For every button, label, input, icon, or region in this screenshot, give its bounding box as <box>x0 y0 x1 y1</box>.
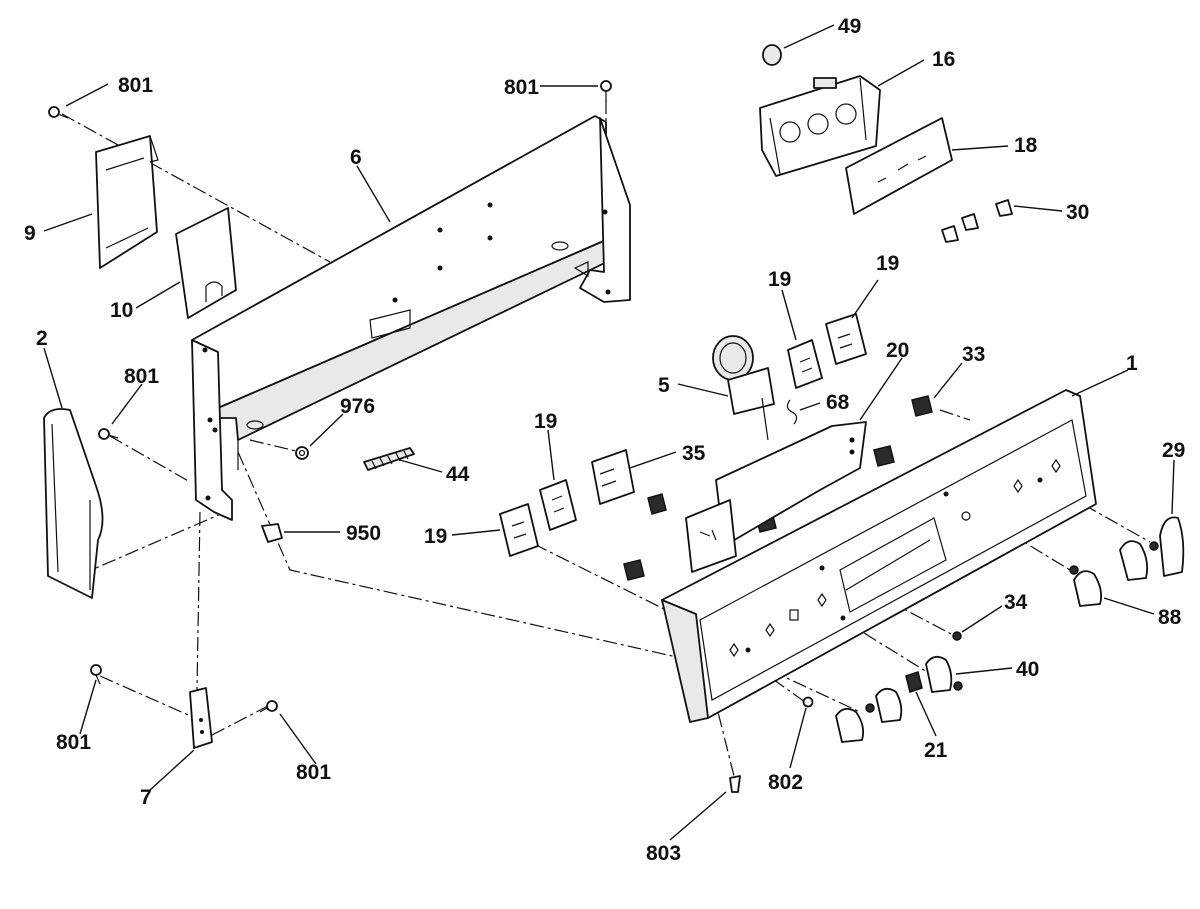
label-21: 21 <box>924 739 948 762</box>
knobs <box>835 516 1185 743</box>
part-68-clip <box>786 399 798 425</box>
part-10-bracket <box>175 207 237 319</box>
screw-801-top-left-icon <box>48 106 69 119</box>
part-20-bracket <box>685 421 867 573</box>
label-7: 7 <box>140 786 152 809</box>
label-801: 801 <box>296 761 331 784</box>
part-9-bracket <box>95 135 159 269</box>
label-9: 9 <box>24 222 36 245</box>
clip-950-icon <box>261 523 283 543</box>
label-1: 1 <box>1126 352 1138 375</box>
nut-976-icon <box>295 446 309 460</box>
label-30: 30 <box>1066 201 1089 224</box>
screw-801-top-center-icon <box>600 80 612 102</box>
part-18-clock-lens <box>845 117 953 215</box>
label-976: 976 <box>340 395 375 418</box>
part-7-bracket <box>189 687 213 749</box>
panel-switch-symbols <box>729 458 1061 658</box>
part-19-switch-c <box>539 479 577 531</box>
part-49-knob <box>762 44 782 66</box>
part-19-switch-a <box>787 339 823 389</box>
screw-801-bottom-left-icon <box>90 664 102 685</box>
screw-802-icon <box>802 696 814 708</box>
part-2-end-cap <box>43 408 104 599</box>
label-16: 16 <box>932 48 955 71</box>
screw-801-bottom-right-icon <box>259 700 278 713</box>
label-19: 19 <box>424 525 447 548</box>
leader-lines <box>43 24 1175 841</box>
indicator-lights <box>623 395 933 693</box>
screw-803-icon <box>729 775 741 793</box>
label-34: 34 <box>1004 591 1028 614</box>
part-1-control-panel <box>661 389 1097 723</box>
knob-88-upper-icon <box>1119 540 1149 581</box>
part-6-main-bracket <box>191 115 631 521</box>
label-5: 5 <box>658 374 670 397</box>
label-40: 40 <box>1016 658 1039 681</box>
part-19-switch-b <box>825 313 867 365</box>
label-44: 44 <box>446 463 470 486</box>
label-20: 20 <box>886 339 909 362</box>
label-19: 19 <box>876 252 899 275</box>
label-49: 49 <box>838 15 861 38</box>
part-19-switch-d <box>499 503 539 557</box>
label-2: 2 <box>36 327 48 350</box>
knob-lower-a-icon <box>865 687 903 723</box>
label-6: 6 <box>350 146 362 169</box>
knob-40-icon <box>925 655 963 693</box>
part-30-small-knobs <box>941 199 1013 243</box>
label-68: 68 <box>826 391 850 414</box>
part-44-harness <box>363 447 415 471</box>
part-35-switch <box>591 449 635 505</box>
label-802: 802 <box>768 771 803 794</box>
label-19: 19 <box>768 268 791 291</box>
knob-lower-b-icon <box>835 707 865 743</box>
nut-34-icon <box>952 631 962 641</box>
label-19: 19 <box>534 410 557 433</box>
label-801: 801 <box>124 365 159 388</box>
part-16-clock-module <box>759 75 881 177</box>
label-88: 88 <box>1158 606 1182 629</box>
knob-29-icon <box>1149 516 1185 577</box>
label-801: 801 <box>56 731 91 754</box>
callout-labels: 801 801 49 16 18 30 6 9 10 2 801 976 44 … <box>24 15 1185 865</box>
label-803: 803 <box>646 842 681 865</box>
screw-801-left-icon <box>98 428 119 440</box>
screws <box>48 80 962 793</box>
label-18: 18 <box>1014 134 1038 157</box>
label-29: 29 <box>1162 439 1185 462</box>
label-10: 10 <box>110 299 133 322</box>
label-950: 950 <box>346 522 381 545</box>
part-5-motor <box>712 335 775 441</box>
label-801: 801 <box>504 76 539 99</box>
label-33: 33 <box>962 343 985 366</box>
label-35: 35 <box>682 442 706 465</box>
knob-88-icon <box>1069 565 1103 607</box>
label-801: 801 <box>118 74 153 97</box>
